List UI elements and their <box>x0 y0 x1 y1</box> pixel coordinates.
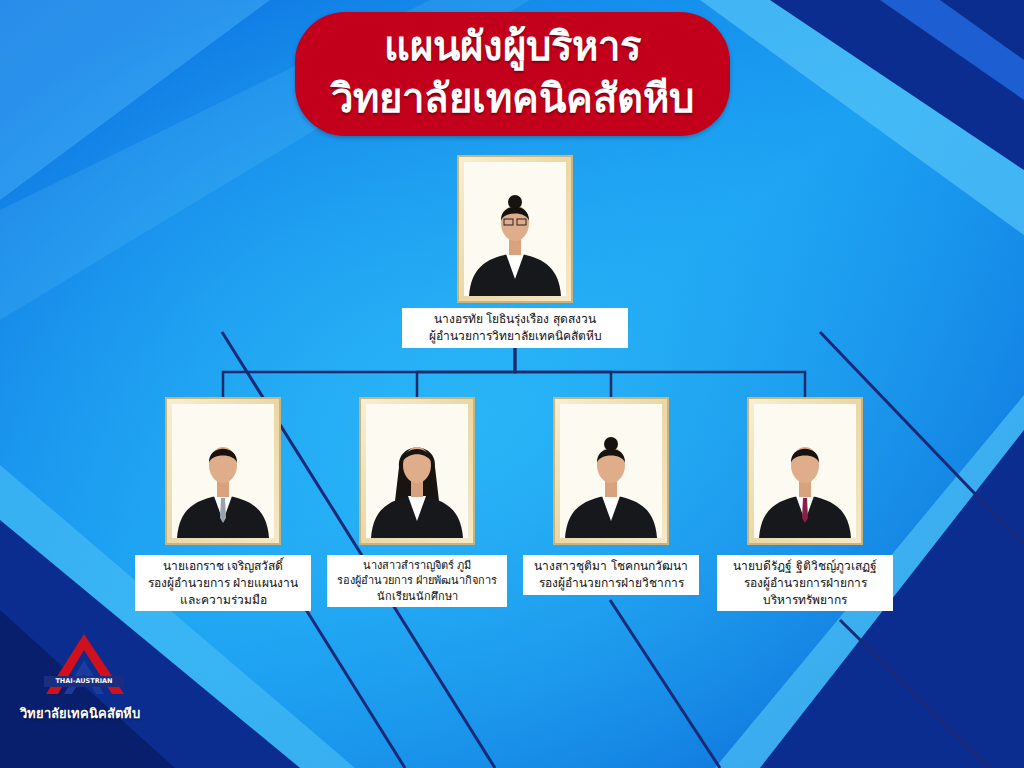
face <box>597 447 625 483</box>
name-plate: นายเอกราช เจริญสวัสดิ์รองผู้อำนวยการ ฝ่า… <box>135 555 311 611</box>
position-title: รองผู้อำนวยการฝ่ายวิชาการ <box>529 575 693 592</box>
name-plate: นางอรทัย โยธินรุ่งเรือง สุดสงวนผู้อำนวยก… <box>402 308 628 348</box>
portrait-photo <box>747 397 863 545</box>
cyan-stripe <box>700 0 1024 235</box>
portrait-photo <box>553 397 669 545</box>
photo-frame <box>554 398 668 544</box>
shirt <box>602 496 620 521</box>
cyan-stripe <box>715 395 1024 768</box>
person-card: นายเอกราช เจริญสวัสดิ์รองผู้อำนวยการ ฝ่า… <box>135 397 311 611</box>
portrait-photo <box>359 397 475 545</box>
position-title: รองผู้อำนวยการ ฝ่ายพัฒนากิจการนักเรียนนั… <box>334 573 500 604</box>
logo-bar <box>44 676 124 687</box>
neck <box>411 481 423 497</box>
deco-line <box>300 600 405 768</box>
person-card: นางสาวสำราญจิตร์ ภูมีรองผู้อำนวยการ ฝ่าย… <box>327 397 507 607</box>
name-plate: นางสาวสำราญจิตร์ ภูมีรองผู้อำนวยการ ฝ่าย… <box>327 555 507 607</box>
suit <box>371 495 463 538</box>
photo-frame <box>748 398 862 544</box>
person-name: นางสาวสำราญจิตร์ ภูมี <box>333 558 501 573</box>
blue-stripe <box>880 0 1024 100</box>
hair-bun <box>604 437 618 451</box>
person-name: นางอรทัย โยธินรุ่งเรือง สุดสงวน <box>408 311 622 328</box>
position-title: รองผู้อำนวยการ ฝ่ายแผนงานและความร่วมมือ <box>145 575 301 609</box>
face <box>791 447 819 483</box>
deco-lines <box>222 332 1024 768</box>
suit <box>759 495 851 538</box>
shirt <box>506 254 524 279</box>
glasses <box>504 219 513 225</box>
photo-backdrop <box>172 404 274 538</box>
title-text: แผนผังผู้บริหาร วิทยาลัยเทคนิคสัตหีบ <box>329 20 696 124</box>
navy-corner <box>770 0 1024 170</box>
photo-backdrop <box>560 404 662 538</box>
photo-frame <box>166 398 280 544</box>
name-plate: นายบดีรัฎฐ์ ฐิติวิชญ์ภูวเสฏฐ์รองผู้อำนวย… <box>717 555 893 611</box>
suit <box>565 495 657 538</box>
tie <box>802 498 808 523</box>
college-name: วิทยาลัยเทคนิคสัตหีบ <box>20 703 140 724</box>
photo-frame <box>360 398 474 544</box>
suit <box>469 253 561 296</box>
tie <box>220 498 226 523</box>
org-connector <box>515 348 805 397</box>
portrait-photo <box>457 155 573 303</box>
neck <box>799 481 811 497</box>
hair <box>209 449 237 463</box>
face <box>403 447 431 483</box>
photo-backdrop <box>754 404 856 538</box>
photo-backdrop <box>366 404 468 538</box>
person-name: นายเอกราช เจริญสวัสดิ์ <box>141 558 305 575</box>
hair-bun <box>508 195 522 209</box>
logo-text: THAI-AUSTRIAN <box>44 676 124 687</box>
person-name: นางสาวชุติมา โชคกนกวัฒนา <box>529 558 693 575</box>
navy-corner <box>0 610 175 768</box>
photo-backdrop <box>464 162 566 296</box>
suit <box>177 495 269 538</box>
org-connector <box>417 348 515 397</box>
name-plate: นางสาวชุติมา โชคกนกวัฒนารองผู้อำนวยการฝ่… <box>523 555 699 595</box>
deco-line <box>840 620 990 768</box>
title-banner: แผนผังผู้บริหาร วิทยาลัยเทคนิคสัตหีบ <box>295 12 730 136</box>
person-card: นางสาวชุติมา โชคกนกวัฒนารองผู้อำนวยการฝ่… <box>523 397 699 595</box>
deco-line <box>610 600 720 768</box>
shirt <box>408 496 426 521</box>
position-title: รองผู้อำนวยการฝ่ายการ บริหารทรัพยากร <box>742 575 868 609</box>
person-card: นายบดีรัฎฐ์ ฐิติวิชญ์ภูวเสฏฐ์รองผู้อำนวย… <box>717 397 893 611</box>
face <box>209 447 237 483</box>
neck <box>509 239 521 255</box>
position-title: ผู้อำนวยการวิทยาลัยเทคนิคสัตหีบ <box>408 328 622 345</box>
person-name: นายบดีรัฎฐ์ ฐิติวิชญ์ภูวเสฏฐ์ <box>723 558 887 575</box>
photo-frame <box>458 156 572 302</box>
neck <box>217 481 229 497</box>
org-connector <box>223 348 515 397</box>
neck <box>605 481 617 497</box>
person-card: นางอรทัย โยธินรุ่งเรือง สุดสงวนผู้อำนวยก… <box>402 155 628 348</box>
hair <box>395 448 439 502</box>
college-logo <box>44 634 124 694</box>
face <box>501 205 529 241</box>
glasses <box>517 219 526 225</box>
portrait-photo <box>165 397 281 545</box>
hair <box>791 449 819 463</box>
hair <box>403 449 431 461</box>
